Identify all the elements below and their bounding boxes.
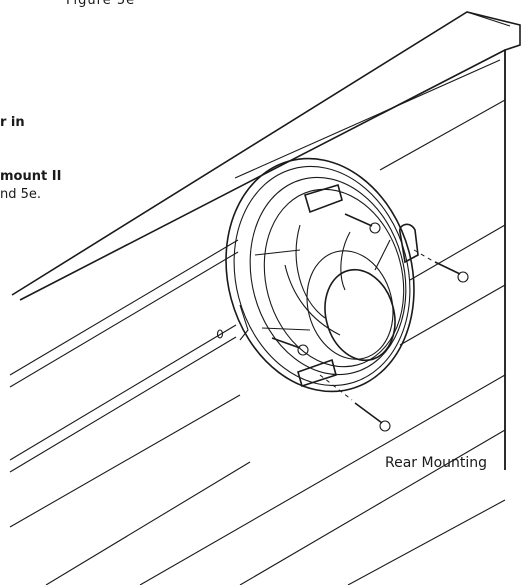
screw-guides xyxy=(319,249,434,401)
speaker-assembly xyxy=(225,157,415,393)
screws xyxy=(216,213,469,432)
rear-mounting-label: Rear Mounting xyxy=(385,455,488,471)
instruction-fragment-1: r in xyxy=(0,115,25,130)
instruction-fragment-2: mount II xyxy=(0,169,62,184)
wall-slats xyxy=(9,99,506,585)
instruction-fragment-3: nd 5e. xyxy=(0,187,42,202)
figure-caption: Figure 5e xyxy=(66,0,136,8)
deck-panel xyxy=(11,11,521,470)
mounting-clips xyxy=(239,183,419,388)
